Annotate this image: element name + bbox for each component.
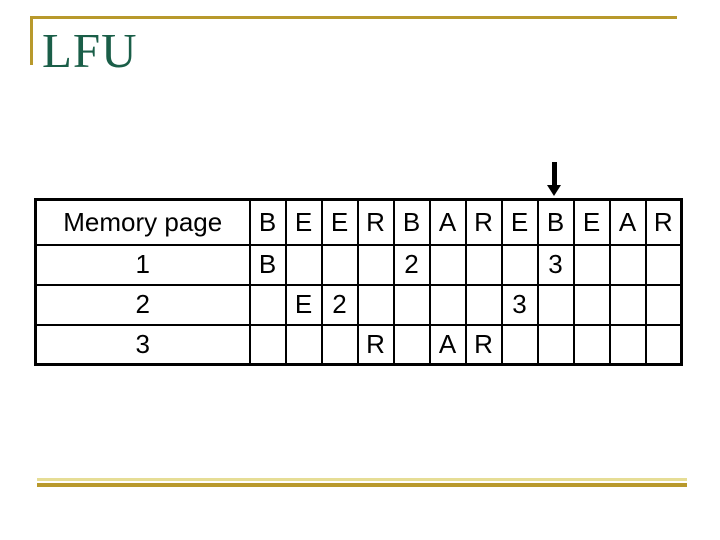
frame-cell <box>320 243 359 286</box>
footer-rule-dark <box>37 483 687 487</box>
frame-cell <box>572 323 611 366</box>
reference-letter: E <box>284 198 323 246</box>
frame-cell <box>536 283 575 326</box>
frame-cell <box>608 283 647 326</box>
frame-cell <box>248 323 287 366</box>
title-left-rule <box>30 16 33 65</box>
reference-letter: R <box>464 198 503 246</box>
frame-cell <box>464 243 503 286</box>
frame-cell: B <box>248 243 287 286</box>
frame-cell <box>428 283 467 326</box>
footer-rule-light <box>37 478 687 481</box>
frame-cell: R <box>356 323 395 366</box>
frame-cell <box>248 283 287 326</box>
arrow-shaft <box>552 162 557 186</box>
frame-cell <box>572 243 611 286</box>
reference-letter: R <box>356 198 395 246</box>
arrow-head <box>547 185 561 196</box>
reference-letter: B <box>248 198 287 246</box>
frame-cell <box>500 323 539 366</box>
frame-number-label: 1 <box>34 243 251 286</box>
frame-number-label: 3 <box>34 323 251 366</box>
frame-cell <box>608 243 647 286</box>
frame-cell <box>284 243 323 286</box>
reference-letter: A <box>608 198 647 246</box>
reference-letter: A <box>428 198 467 246</box>
frame-number-label: 2 <box>34 283 251 326</box>
frame-cell <box>572 283 611 326</box>
frame-cell <box>320 323 359 366</box>
frame-cell <box>392 323 431 366</box>
frame-cell: R <box>464 323 503 366</box>
reference-letter: B <box>392 198 431 246</box>
frame-cell <box>644 283 683 326</box>
title-top-rule <box>30 16 677 19</box>
frame-cell: 3 <box>500 283 539 326</box>
frame-cell <box>536 323 575 366</box>
page-title: LFU <box>42 23 138 78</box>
frame-cell <box>284 323 323 366</box>
reference-letter: E <box>500 198 539 246</box>
frame-cell <box>356 243 395 286</box>
frame-cell <box>644 323 683 366</box>
frame-cell: 3 <box>536 243 575 286</box>
frame-cell: 2 <box>320 283 359 326</box>
current-reference-arrow-icon <box>547 162 562 196</box>
reference-letter: E <box>572 198 611 246</box>
reference-letter: B <box>536 198 575 246</box>
frame-cell <box>464 283 503 326</box>
reference-letter: E <box>320 198 359 246</box>
frame-cell <box>356 283 395 326</box>
frame-cell: E <box>284 283 323 326</box>
memory-page-label: Memory page <box>34 198 251 246</box>
frame-cell <box>428 243 467 286</box>
frame-cell <box>644 243 683 286</box>
frame-cell <box>392 283 431 326</box>
frame-cell <box>608 323 647 366</box>
frame-cell: 2 <box>392 243 431 286</box>
frame-cell: A <box>428 323 467 366</box>
frame-cell <box>500 243 539 286</box>
reference-letter: R <box>644 198 683 246</box>
